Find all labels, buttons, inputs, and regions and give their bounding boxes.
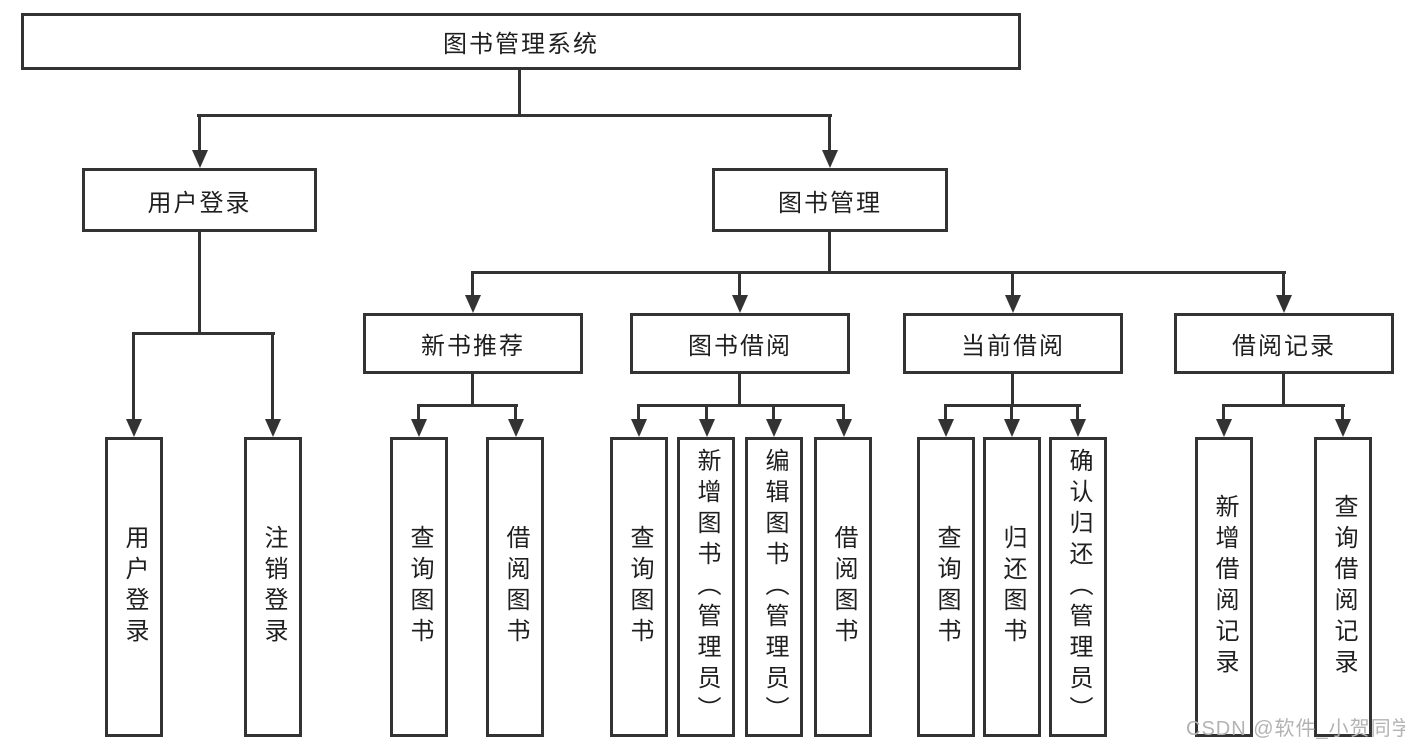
leaf-return-books: 归还图书 (983, 437, 1041, 737)
leaf-label: 查询图书 (933, 525, 960, 649)
csdn-watermark: CSDN @软件_小贺同学 (1186, 718, 1405, 740)
node-book-borrow: 图书借阅 (630, 313, 850, 374)
arrow-down-icon (732, 295, 748, 313)
leaf-add-borrow-record: 新增借阅记录 (1195, 437, 1253, 737)
node-label: 借阅记录 (1232, 333, 1336, 360)
leaf-search-borrow-record: 查询借阅记录 (1314, 437, 1372, 737)
arrow-down-icon (508, 419, 524, 437)
leaf-label: 确认归还（管理员） (1065, 447, 1092, 727)
leaf-label: 新增借阅记录 (1211, 494, 1238, 680)
connector-line (518, 69, 521, 116)
leaf-add-books-admin: 新增图书（管理员） (677, 437, 735, 737)
connector-line (417, 404, 518, 407)
connector-line (198, 114, 201, 152)
leaf-borrow-books: 借阅图书 (814, 437, 872, 737)
arrow-down-icon (1276, 295, 1292, 313)
arrow-down-icon (699, 419, 715, 437)
node-label: 图书管理 (778, 189, 882, 217)
connector-line (738, 374, 741, 407)
connector-line (637, 404, 640, 422)
arrow-down-icon (1216, 419, 1232, 437)
connector-line (417, 404, 420, 422)
leaf-confirm-return-admin: 确认归还（管理员） (1049, 437, 1107, 737)
arrow-down-icon (265, 419, 281, 437)
leaf-search-books: 查询图书 (917, 437, 975, 737)
arrow-down-icon (126, 419, 142, 437)
connector-line (842, 404, 845, 422)
node-label: 图书管理系统 (443, 31, 599, 58)
leaf-label: 新增图书（管理员） (693, 447, 720, 727)
leaf-search-books: 查询图书 (390, 437, 448, 737)
arrow-down-icon (836, 419, 852, 437)
connector-line (1282, 374, 1285, 407)
connector-line (772, 404, 775, 422)
connector-line (1010, 404, 1013, 422)
connector-line (1011, 374, 1014, 407)
connector-line (471, 271, 474, 299)
connector-line (1076, 404, 1079, 422)
connector-line (471, 374, 474, 407)
node-current-borrow: 当前借阅 (903, 313, 1123, 374)
leaf-borrow-books: 借阅图书 (486, 437, 544, 737)
connector-line (944, 404, 947, 422)
leaf-label: 查询图书 (406, 525, 433, 649)
node-borrow-records: 借阅记录 (1174, 313, 1394, 374)
arrow-down-icon (1005, 295, 1021, 313)
arrow-down-icon (192, 150, 208, 168)
node-label: 新书推荐 (421, 333, 525, 360)
connector-line (1282, 271, 1285, 299)
node-new-book-recommend: 新书推荐 (363, 313, 583, 374)
connector-line (1222, 404, 1225, 422)
leaf-label: 归还图书 (999, 525, 1026, 649)
arrow-down-icon (1335, 419, 1351, 437)
leaf-label: 借阅图书 (502, 525, 529, 649)
connector-line (132, 332, 275, 335)
connector-line (828, 232, 831, 274)
connector-line (197, 114, 832, 117)
leaf-label: 用户登录 (121, 525, 148, 649)
connector-line (198, 232, 201, 335)
connector-line (1011, 271, 1014, 299)
leaf-label: 编辑图书（管理员） (761, 447, 788, 727)
connector-line (471, 271, 1286, 274)
arrow-down-icon (631, 419, 647, 437)
connector-line (705, 404, 708, 422)
node-book-management: 图书管理 (712, 168, 948, 232)
connector-line (1341, 404, 1344, 422)
leaf-label: 注销登录 (260, 525, 287, 649)
arrow-down-icon (938, 419, 954, 437)
node-user-login: 用户登录 (82, 168, 317, 232)
arrow-down-icon (465, 295, 481, 313)
connector-line (738, 271, 741, 299)
arrow-down-icon (411, 419, 427, 437)
leaf-logout: 注销登录 (244, 437, 302, 737)
arrow-down-icon (1070, 419, 1086, 437)
arrow-down-icon (1004, 419, 1020, 437)
leaf-search-books: 查询图书 (610, 437, 668, 737)
connector-line (132, 332, 135, 422)
leaf-user-login: 用户登录 (105, 437, 163, 737)
connector-line (271, 332, 274, 422)
node-label: 当前借阅 (961, 333, 1065, 360)
connector-line (637, 404, 845, 407)
node-library-system: 图书管理系统 (21, 13, 1021, 70)
node-label: 图书借阅 (688, 333, 792, 360)
connector-line (1222, 404, 1345, 407)
connector-line (514, 404, 517, 422)
arrow-down-icon (822, 150, 838, 168)
arrow-down-icon (766, 419, 782, 437)
leaf-label: 查询图书 (626, 525, 653, 649)
leaf-edit-books-admin: 编辑图书（管理员） (745, 437, 803, 737)
leaf-label: 借阅图书 (830, 525, 857, 649)
node-label: 用户登录 (147, 189, 252, 217)
leaf-label: 查询借阅记录 (1330, 494, 1357, 680)
connector-line (828, 114, 831, 152)
